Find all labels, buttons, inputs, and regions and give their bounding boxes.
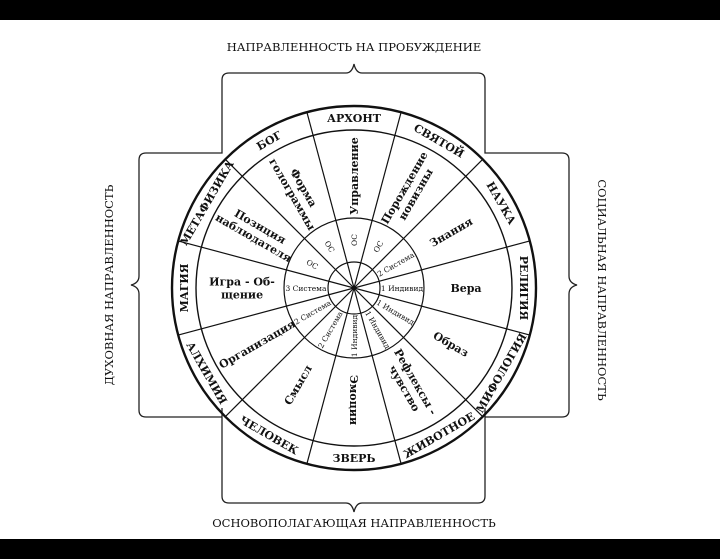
direction-bottom-label: ОСНОВОПОЛАГАЮЩАЯ НАПРАВЛЕННОСТЬ bbox=[212, 516, 496, 530]
middle-sector-label-text: Образ bbox=[431, 329, 471, 360]
direction-right-label: СОЦИАЛЬНАЯ НАПРАВЛЕННОСТЬ bbox=[595, 179, 609, 401]
middle-sector-label: Вера bbox=[450, 282, 481, 295]
center-circle bbox=[327, 261, 381, 315]
spoke-line bbox=[353, 112, 402, 289]
bracket-frame bbox=[130, 63, 578, 513]
middle-sector-label: Управление bbox=[348, 137, 361, 214]
middle-sector-label: Рефлексы -чувство bbox=[386, 347, 440, 418]
inner-sector-label: 1 Индивид bbox=[375, 298, 416, 327]
middle-sector-label-text: Управление bbox=[348, 137, 361, 214]
middle-sector-label: Эмоции bbox=[347, 375, 360, 425]
inner-sector-label: 2 Система bbox=[316, 309, 345, 349]
outer-sector-label: НАУКА bbox=[483, 179, 518, 226]
inner-sector-label: ОС bbox=[323, 239, 337, 254]
middle-sector-label-text: Организация bbox=[217, 317, 298, 371]
middle-sector-label-text: Вера bbox=[450, 282, 481, 295]
spoke-line bbox=[353, 287, 530, 336]
outer-ring-inner-circle bbox=[195, 129, 513, 447]
outer-sector-label: РЕЛИГИЯ bbox=[517, 256, 530, 321]
outer-sector-label: ЖИВОТНОЕ bbox=[401, 410, 477, 461]
outer-sector-label-text: МЕТАФИЗИКА bbox=[177, 158, 236, 248]
middle-sector-label-text: Игра - Об- bbox=[209, 276, 275, 289]
spoke-line bbox=[353, 240, 530, 289]
inner-sector-label: 1 Индивид bbox=[363, 309, 392, 350]
spoke-line bbox=[224, 287, 355, 418]
diagram-canvas: НАПРАВЛЕННОСТЬ НА ПРОБУЖДЕНИЕ ОСНОВОПОЛА… bbox=[0, 20, 720, 539]
outer-sector-label: МЕТАФИЗИКА bbox=[177, 158, 236, 248]
outer-sector-label-text: АРХОНТ bbox=[327, 112, 382, 125]
outer-sector-label-text: МАГИЯ bbox=[178, 263, 191, 312]
middle-sector-label: Организация bbox=[217, 317, 298, 371]
direction-top-label: НАПРАВЛЕННОСТЬ НА ПРОБУЖДЕНИЕ bbox=[227, 40, 481, 54]
middle-sector-label-text: Знания bbox=[427, 215, 475, 250]
spoke-line bbox=[353, 158, 484, 289]
outer-sector-label: АЛХИМИЯ bbox=[183, 340, 229, 407]
inner-sector-label: 1 Индивид bbox=[350, 315, 359, 358]
outer-sector-label-text: ЖИВОТНОЕ bbox=[401, 410, 477, 461]
middle-sector-label: Образ bbox=[431, 329, 471, 360]
middle-sector-label: Смысл bbox=[282, 363, 315, 408]
middle-sector-label-text: щение bbox=[221, 289, 263, 302]
inner-sector-label: ОС bbox=[350, 234, 359, 246]
spoke-line bbox=[224, 158, 355, 289]
middle-sector-label: Знания bbox=[427, 215, 475, 250]
middle-ring-inner-circle bbox=[283, 217, 425, 359]
bracket-top bbox=[221, 63, 486, 118]
bracket-right bbox=[484, 118, 578, 418]
outer-circle bbox=[170, 104, 538, 472]
outer-sector-label-text: ЗВЕРЬ bbox=[333, 452, 376, 465]
outer-sector-label-text: НАУКА bbox=[483, 179, 518, 226]
outer-sector-label-text: РЕЛИГИЯ bbox=[517, 256, 530, 321]
inner-sector-label: ОС bbox=[372, 239, 386, 254]
spoke-line bbox=[306, 112, 355, 289]
inner-sector-label: 2 Система bbox=[376, 250, 416, 279]
inner-sector-label: 3 Система bbox=[286, 284, 328, 293]
wheel-diagram: НАПРАВЛЕННОСТЬ НА ПРОБУЖДЕНИЕ ОСНОВОПОЛА… bbox=[102, 40, 609, 530]
middle-sector-label: Игра - Об-щение bbox=[209, 276, 275, 302]
inner-sector-label: ОС bbox=[305, 258, 320, 272]
middle-sector-label-text: Эмоции bbox=[347, 375, 360, 425]
bracket-left bbox=[130, 118, 223, 418]
wheel bbox=[170, 104, 538, 472]
spoke-line bbox=[353, 287, 484, 418]
outer-sector-label: АРХОНТ bbox=[327, 112, 382, 125]
spoke-line bbox=[306, 287, 355, 464]
inner-sector-label: 1 Индивид bbox=[381, 284, 424, 293]
spoke-line bbox=[178, 240, 355, 289]
middle-sector-label-text: Смысл bbox=[282, 363, 315, 408]
wheel-spokes bbox=[178, 112, 530, 464]
outer-sector-label: МАГИЯ bbox=[178, 263, 191, 312]
outer-sector-label-text: АЛХИМИЯ bbox=[183, 340, 229, 407]
spoke-line bbox=[353, 287, 402, 464]
spoke-line bbox=[178, 287, 355, 336]
direction-left-label: ДУХОВНАЯ НАПРАВЛЕННОСТЬ bbox=[102, 184, 116, 385]
outer-sector-label: ЗВЕРЬ bbox=[333, 452, 376, 465]
bracket-bottom bbox=[221, 408, 486, 513]
